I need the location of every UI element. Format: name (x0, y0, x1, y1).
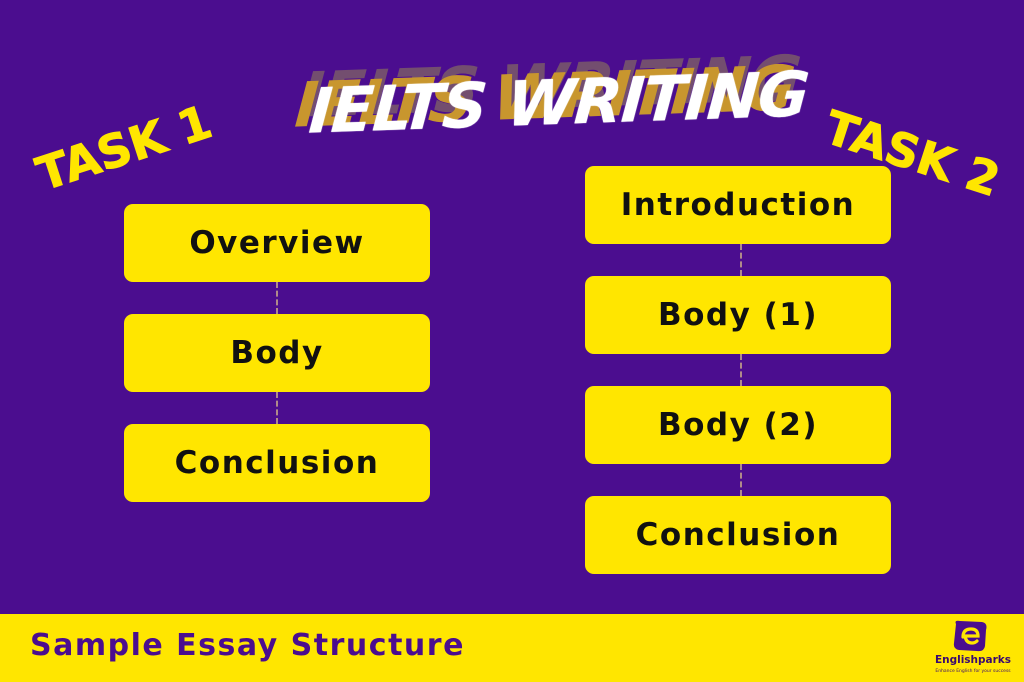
brand-logo: Englishparks Enhance English for your su… (928, 618, 1018, 680)
task1-step-label: Overview (189, 225, 365, 261)
task1-step-label: Conclusion (174, 445, 380, 481)
task2-step-body-2: Body (2) (585, 386, 891, 464)
task2-step-body-1: Body (1) (585, 276, 891, 354)
task2-step-introduction: Introduction (585, 166, 891, 244)
footer-caption: Sample Essay Structure (30, 628, 465, 663)
task1-label: TASK 1 (29, 94, 219, 202)
task1-connector-2 (276, 392, 278, 424)
logo-wordmark: Englishparks (934, 654, 1012, 666)
task2-step-label: Body (2) (657, 407, 819, 443)
task1-step-overview: Overview (124, 204, 430, 282)
task2-step-label: Body (1) (657, 297, 819, 333)
englishparks-logo-icon (953, 620, 987, 652)
task2-connector-1 (740, 244, 742, 276)
task1-connector-1 (276, 282, 278, 314)
task2-step-label: Introduction (620, 187, 856, 223)
logo-tagline: Enhance English for your success (935, 669, 1011, 674)
title-block: IELTS WRITING IELTS WRITING IELTS WRITIN… (290, 40, 811, 150)
footer-bar: Sample Essay Structure Englishparks Enha… (0, 614, 1024, 682)
task2-step-conclusion: Conclusion (585, 496, 891, 574)
task2-connector-3 (740, 464, 742, 496)
task2-step-label: Conclusion (635, 517, 841, 553)
task1-step-body: Body (124, 314, 430, 392)
task1-step-conclusion: Conclusion (124, 424, 430, 502)
task2-connector-2 (740, 354, 742, 386)
task1-step-label: Body (230, 335, 324, 371)
